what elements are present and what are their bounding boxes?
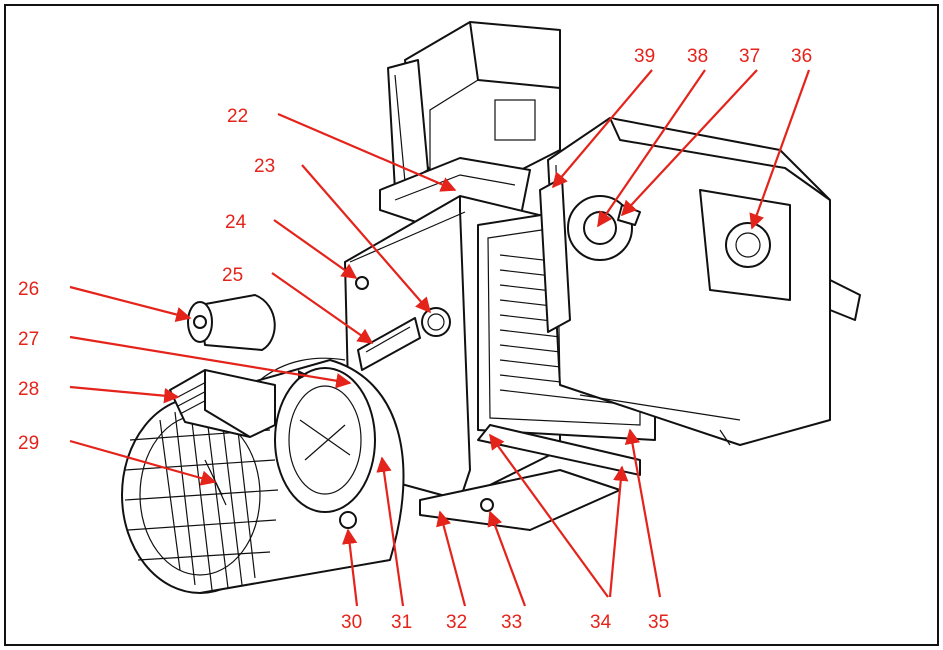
lens-coupling	[339, 511, 357, 529]
callout-38: 38	[687, 46, 708, 67]
base-plate	[419, 469, 621, 531]
callout-32: 32	[446, 612, 467, 633]
leader-32	[436, 510, 467, 607]
diagram-frame	[4, 4, 939, 646]
camera-illustration	[121, 21, 861, 594]
leader-28	[69, 385, 180, 404]
leader-27	[69, 335, 352, 389]
body-cover-cap	[169, 369, 276, 438]
callout-35: 35	[648, 612, 669, 633]
callout-31: 31	[391, 612, 412, 633]
callout-39: 39	[634, 46, 655, 67]
callout-24: 24	[225, 212, 247, 233]
leader-35	[624, 428, 662, 598]
callout-23: 23	[254, 156, 275, 177]
callout-36: 36	[791, 46, 812, 67]
leader-36	[749, 69, 811, 230]
front-protective-cap	[187, 294, 276, 351]
flash-connector-slot	[357, 317, 421, 371]
callout-labels: 22 23 24 25 26 27 28 29 30 31 32 33 34 3…	[18, 46, 812, 633]
tripod-socket	[480, 498, 494, 512]
leader-26	[69, 285, 192, 322]
shutter-release-button	[421, 307, 451, 337]
callout-37: 37	[739, 46, 760, 67]
callout-22: 22	[227, 106, 248, 127]
magazine-rail	[477, 424, 641, 476]
leader-38	[597, 69, 706, 228]
leader-23	[301, 164, 432, 314]
lens-grip-knurling	[124, 401, 279, 591]
callout-27: 27	[18, 329, 39, 350]
callout-33: 33	[501, 612, 522, 633]
leader-31	[376, 456, 405, 607]
leader-37	[620, 69, 758, 217]
callout-34: 34	[590, 612, 612, 633]
leader-25	[271, 272, 374, 344]
leader-30	[341, 528, 359, 607]
leader-39	[552, 69, 653, 189]
body-screw	[355, 276, 369, 290]
callout-28: 28	[18, 379, 39, 400]
leader-34b	[608, 465, 629, 598]
lens	[121, 359, 405, 594]
callout-26: 26	[18, 279, 39, 300]
leader-34a	[489, 433, 609, 598]
leader-29	[69, 439, 217, 486]
leader-22	[277, 112, 457, 192]
film-magazine	[539, 117, 861, 446]
leader-33	[487, 510, 527, 607]
callout-leaders	[69, 69, 811, 607]
callout-25: 25	[222, 265, 243, 286]
callout-30: 30	[341, 612, 362, 633]
leader-24	[273, 219, 358, 279]
callout-29: 29	[18, 433, 39, 454]
